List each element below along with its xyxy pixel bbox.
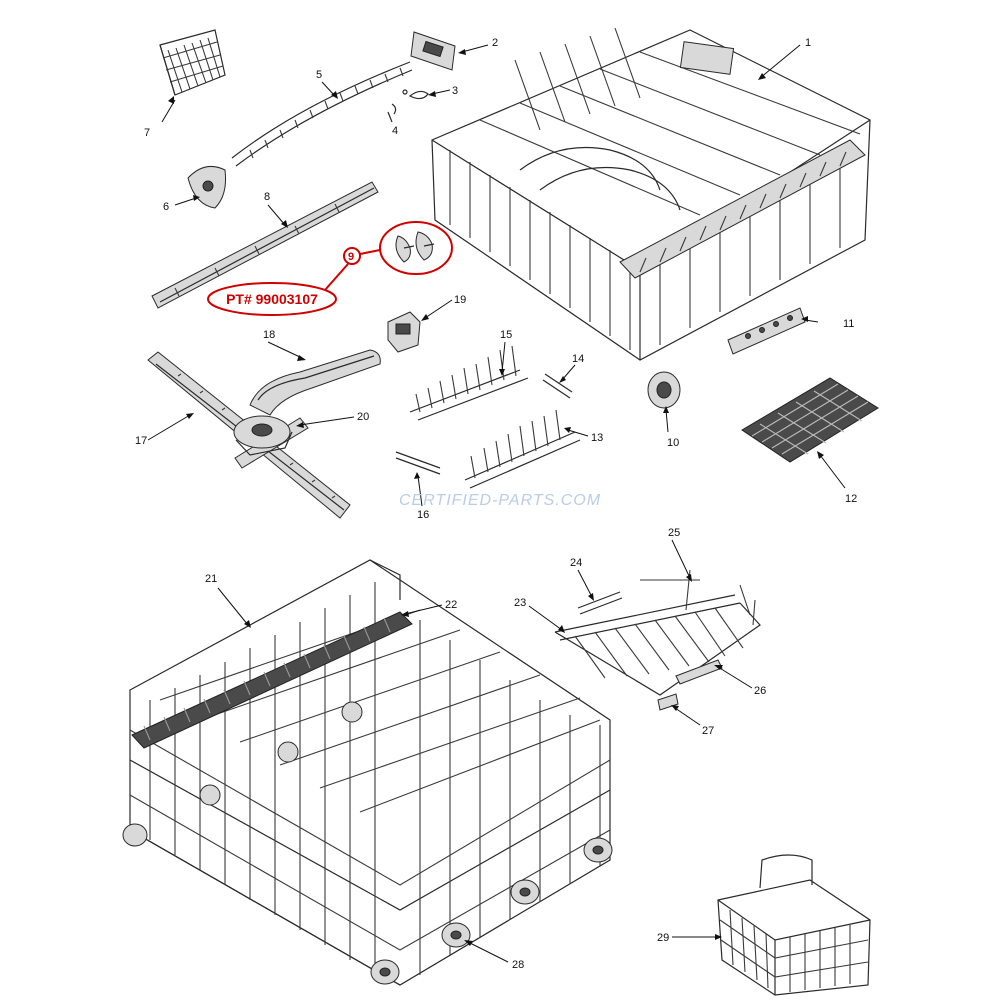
- callout-15: 15: [500, 329, 512, 341]
- callout-11: 11: [843, 318, 854, 330]
- part-number-label: PT# 99003107: [226, 291, 318, 307]
- part-3-clip-drawing: [402, 89, 429, 100]
- part-9-highlight: 9 PT# 99003107: [207, 221, 453, 316]
- part-2-bracket-drawing: [410, 31, 456, 71]
- part-8-rail-drawing: [151, 181, 379, 309]
- callout-23: 23: [514, 597, 526, 609]
- part-13-tine-row-drawing: [464, 409, 581, 489]
- callout-13: 13: [591, 432, 603, 444]
- callout-5: 5: [316, 69, 322, 81]
- callout-14: 14: [572, 353, 584, 365]
- leader-lines: [147, 44, 846, 963]
- watermark-text: CERTIFIED-PARTS.COM: [399, 492, 601, 509]
- part-9-callout-number: 9: [348, 251, 354, 263]
- part-number-oval: [207, 282, 337, 316]
- part-9-highlight-circle: [379, 221, 453, 275]
- callout-3: 3: [452, 85, 458, 97]
- part-5-rail-drawing: [231, 61, 413, 167]
- callout-labels: 1 2 3 4 5 6 7 8 10 11 12 13 14 15 16 17 …: [135, 37, 857, 971]
- part-9-callout-circle: [343, 247, 361, 265]
- callout-21: 21: [205, 573, 217, 585]
- callout-12: 12: [845, 493, 857, 505]
- callout-19: 19: [454, 294, 466, 306]
- part-15-tine-row-drawing: [409, 345, 529, 421]
- callout-6: 6: [163, 201, 169, 213]
- callout-2: 2: [492, 37, 498, 49]
- part-20-hub-drawing: [233, 415, 293, 456]
- part-14-clip-drawing: [542, 373, 573, 399]
- callout-25: 25: [668, 527, 680, 539]
- callout-16: 16: [417, 509, 429, 521]
- callout-20: 20: [357, 411, 369, 423]
- part-10-wheel-drawing: [647, 371, 681, 409]
- callout-27: 27: [702, 725, 714, 737]
- callout-24: 24: [570, 557, 582, 569]
- callout-4: 4: [392, 125, 398, 137]
- part-7-basket-drawing: [159, 29, 226, 96]
- part-1-upper-rack-drawing: [431, 27, 871, 361]
- callout-22: 22: [445, 599, 457, 611]
- part-4-pin-drawing: [387, 103, 397, 123]
- callout-1: 1: [805, 37, 811, 49]
- callout-7: 7: [144, 127, 150, 139]
- part-18-supply-tube-drawing: [249, 349, 381, 416]
- part-23-tine-assembly-drawing: [554, 569, 761, 696]
- part-21-lower-rack-drawing: [129, 559, 611, 986]
- callout-10: 10: [667, 437, 679, 449]
- callout-17: 17: [135, 435, 147, 447]
- callout-26: 26: [754, 685, 766, 697]
- part-29-basket-drawing: [717, 854, 871, 996]
- part-19-clip-drawing: [387, 311, 421, 353]
- part-9-clip-drawing: [395, 231, 435, 263]
- part-12-shelf-drawing: [741, 377, 879, 463]
- part-28-wheels-drawing: [122, 701, 613, 985]
- part-24-clip-drawing: [577, 591, 623, 615]
- callout-28: 28: [512, 959, 524, 971]
- part-11-bracket-drawing: [727, 307, 806, 355]
- callout-8: 8: [264, 191, 270, 203]
- part-16-clip-drawing: [395, 451, 441, 475]
- part-26-clip-drawing: [675, 659, 723, 685]
- callout-18: 18: [263, 329, 275, 341]
- callout-29: 29: [657, 932, 669, 944]
- part-22-tine-rail-drawing: [131, 611, 413, 749]
- part-6-clip-drawing: [187, 165, 226, 209]
- part-27-clip-drawing: [657, 693, 679, 711]
